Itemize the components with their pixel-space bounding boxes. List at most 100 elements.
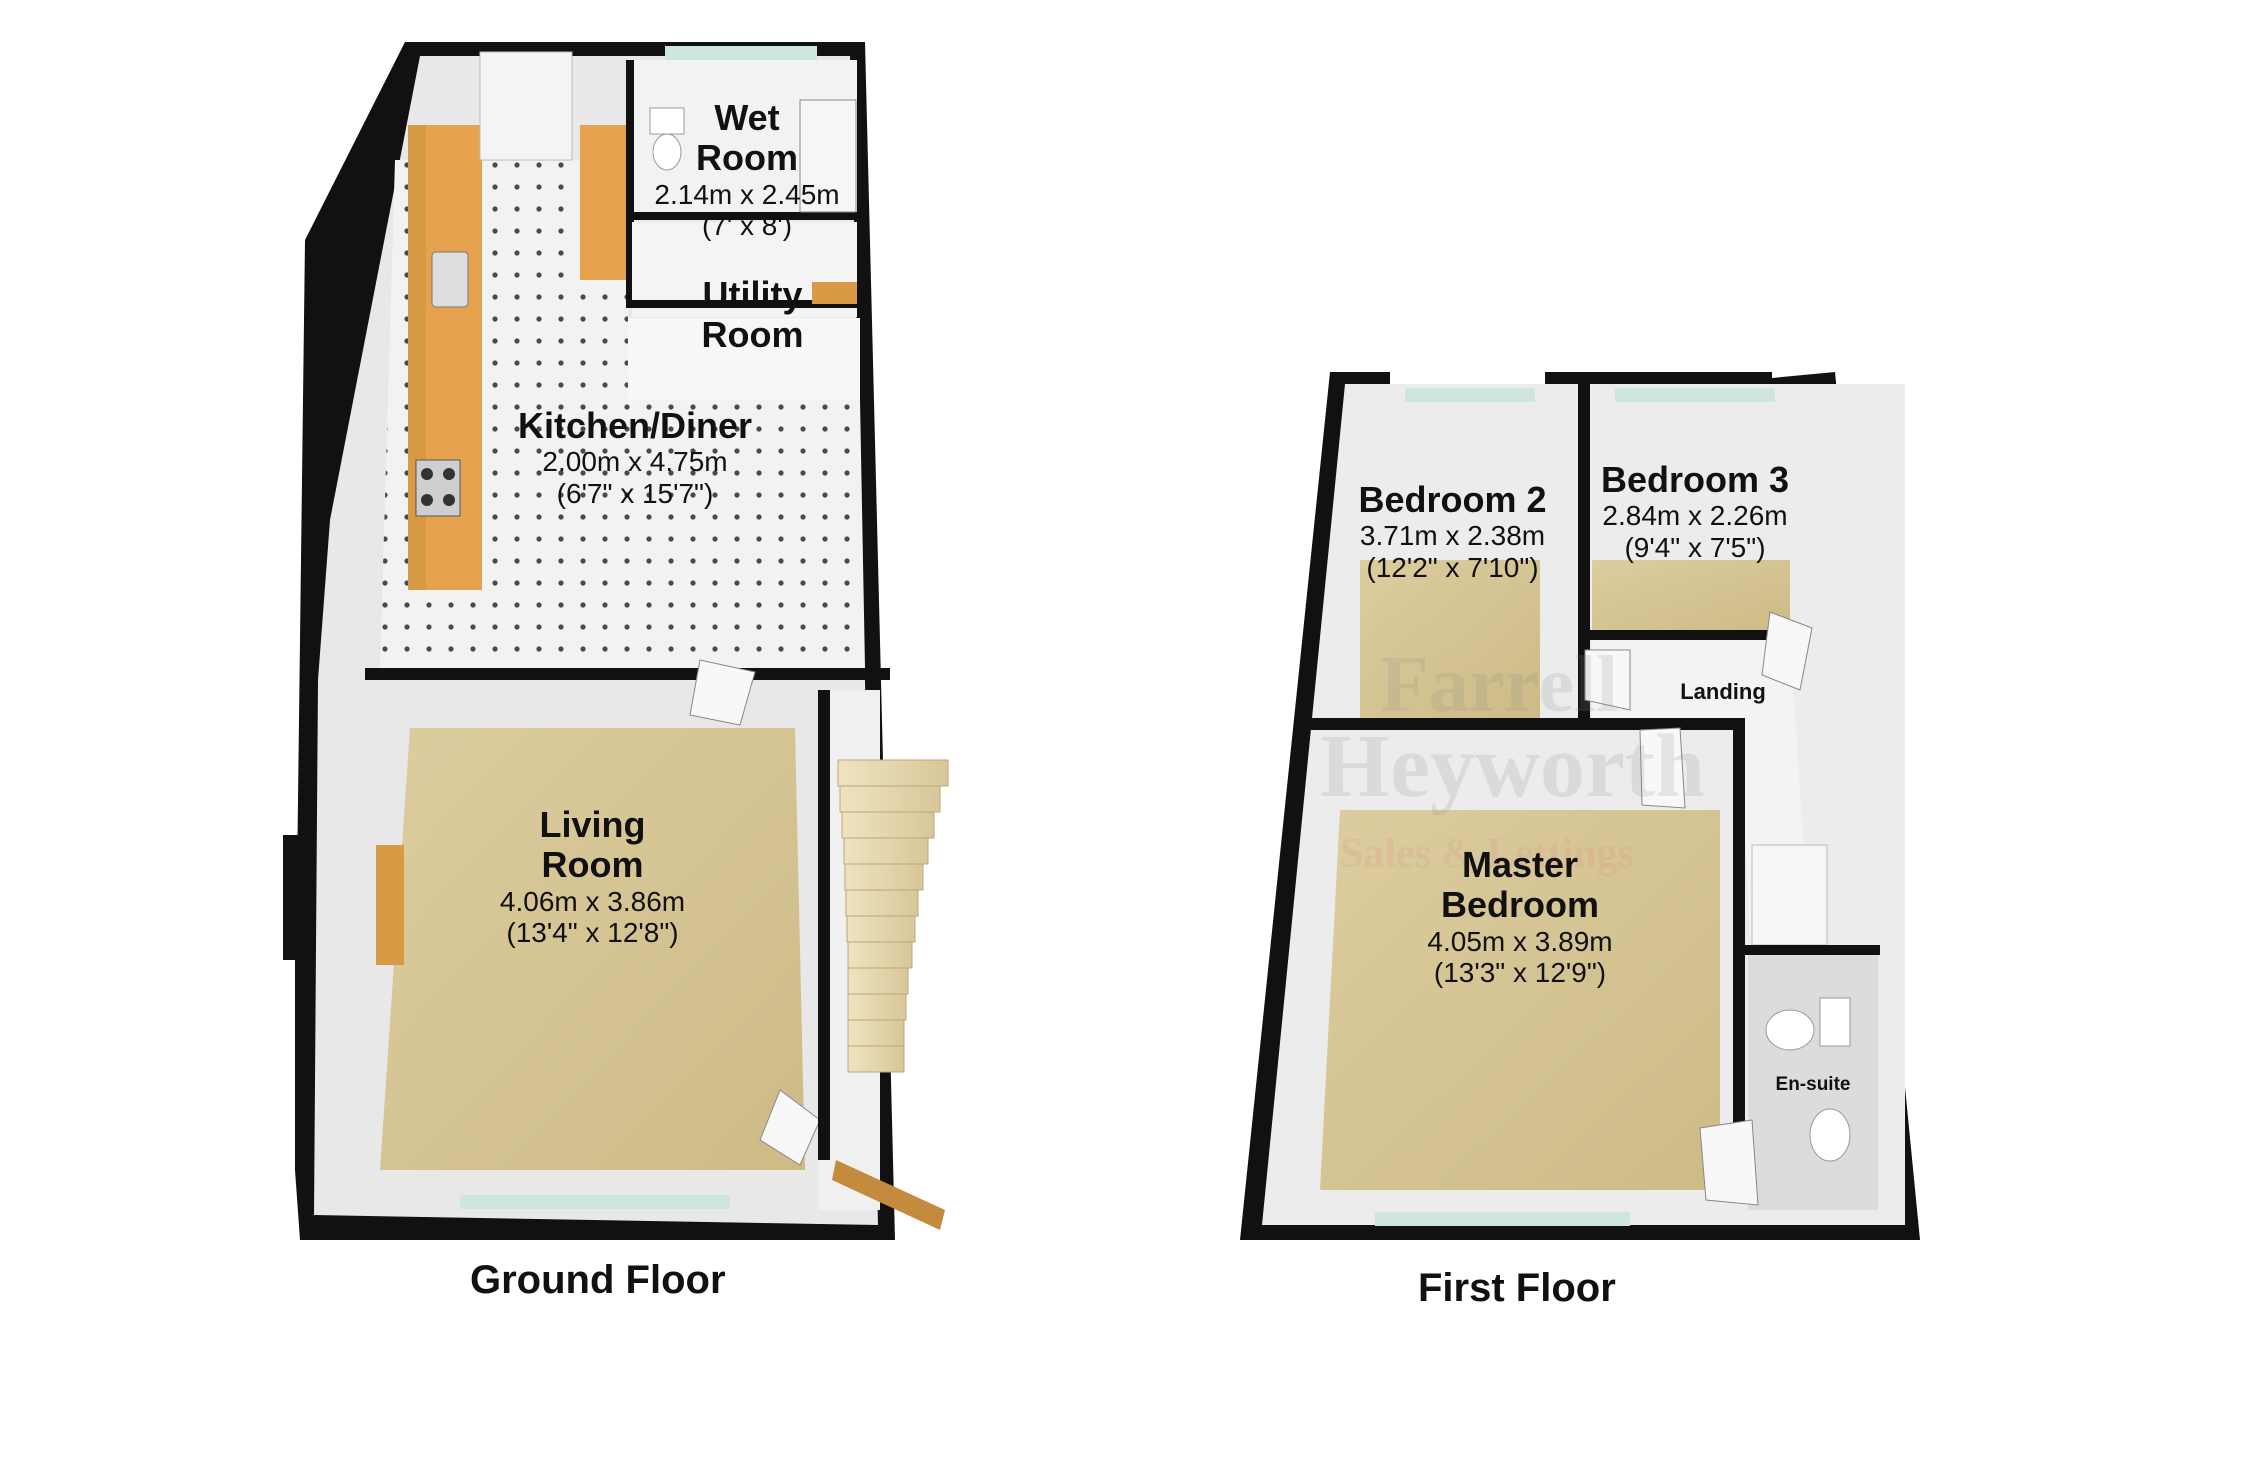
ground-floor-plan (283, 42, 949, 1240)
hob-ring (421, 468, 433, 480)
master-bedroom-window (1375, 1212, 1630, 1226)
kitchen-living-wall (365, 668, 890, 680)
room-imperial: (13'3" x 12'9") (1433, 956, 1607, 988)
room-name: Utility (702, 274, 803, 315)
master-bedroom-floor (1320, 810, 1720, 1190)
room-imperial: (13'4" x 12'8") (506, 916, 679, 948)
room-name: Room (701, 314, 804, 356)
airing-cupboard (1751, 844, 1828, 946)
hob-ring (443, 494, 455, 506)
kitchen-door (689, 659, 756, 726)
room-name: Wet (714, 97, 780, 138)
hob-ring (421, 494, 433, 506)
kitchen-hob (415, 459, 461, 517)
fireplace (376, 845, 404, 965)
en-suite-floor (1748, 955, 1878, 1210)
bedroom-2-window (1405, 388, 1535, 402)
room-label-kitchen-diner: Kitchen/Diner 2.00m x 4.75m (6'7" x 15'7… (470, 405, 800, 509)
stair-step (847, 993, 907, 1021)
kitchen-floor (380, 160, 865, 668)
room-label-wet-room: Wet Room 2.14m x 2.45m (7' x 8') (642, 97, 852, 241)
stair-wall (818, 690, 830, 1160)
room-imperial: (12'2" x 7'10") (1366, 551, 1539, 583)
stair-step (843, 837, 929, 865)
en-suite-door (1699, 1119, 1759, 1206)
kitchen-sink (431, 251, 469, 308)
wet-room-window (665, 46, 817, 60)
fridge-freezer (479, 51, 573, 161)
room-label-landing: Landing (1658, 679, 1788, 705)
room-name: Room (696, 137, 798, 179)
master-bedroom-right-wall (1733, 725, 1745, 1190)
room-label-en-suite: En-suite (1758, 1074, 1868, 1095)
bedroom-3-window (1615, 388, 1775, 402)
living-room-door (759, 1089, 821, 1166)
room-metric: 4.05m x 3.89m (1427, 925, 1613, 957)
room-metric: 2.84m x 2.26m (1602, 500, 1788, 532)
stair-step (837, 759, 949, 787)
room-name: Landing (1680, 679, 1766, 704)
en-suite-wall (1740, 945, 1880, 955)
bedroom-3-lower-wall (1578, 630, 1803, 640)
room-label-utility-room: Utility Room (650, 274, 855, 356)
master-bedroom-top-wall (1300, 718, 1745, 730)
staircase (818, 690, 949, 1230)
wet-room-toilet-bowl (652, 133, 682, 171)
watermark-brand-line-2: Heyworth (1320, 717, 1705, 816)
bedroom-3-floor (1592, 560, 1790, 630)
en-suite-toilet-bowl (1765, 1009, 1815, 1051)
first-floor-title: First Floor (1418, 1266, 1616, 1310)
living-room-floor (380, 728, 805, 1170)
stair-step (847, 1045, 905, 1073)
room-imperial: (9'4" x 7'5") (1624, 531, 1766, 563)
landing-door (1761, 611, 1813, 691)
room-label-bedroom-2: Bedroom 2 3.71m x 2.38m (12'2" x 7'10") (1345, 479, 1560, 583)
room-imperial: (6'7" x 15'7") (556, 477, 714, 509)
wet-room-lower-wall (626, 212, 866, 220)
watermark-brand-line-3: Sales & Lettings (1340, 831, 1634, 877)
stair-step (847, 967, 909, 995)
room-metric: 2.14m x 2.45m (654, 178, 840, 210)
stair-step (847, 1019, 905, 1047)
watermark-brand-line-1: Farrell (1380, 641, 1619, 729)
stair-step (845, 889, 919, 917)
living-room-window (460, 1195, 730, 1209)
utility-room-wall (626, 300, 866, 308)
bedroom-2-floor (1360, 560, 1540, 720)
room-metric: 2.00m x 4.75m (542, 446, 728, 478)
master-bedroom-door (1639, 727, 1686, 809)
kitchen-cabinets-left (426, 125, 482, 590)
utility-worktop (812, 282, 857, 304)
utility-room-block (628, 318, 860, 400)
room-name: Living (539, 804, 646, 845)
room-label-bedroom-3: Bedroom 3 2.84m x 2.26m (9'4" x 7'5") (1585, 459, 1805, 563)
hob-ring (443, 468, 455, 480)
wet-room-shower (799, 99, 857, 213)
room-label-living-room: Living Room 4.06m x 3.86m (13'4" x 12'8"… (450, 804, 735, 948)
room-metric: 4.06m x 3.86m (499, 885, 686, 917)
room-name: Master (1461, 844, 1579, 885)
room-name: Bedroom (1440, 884, 1599, 926)
en-suite-basin (1809, 1108, 1851, 1162)
stair-step (846, 915, 916, 943)
room-imperial: (7' x 8') (701, 209, 793, 241)
room-name: Room (541, 844, 644, 886)
stair-step (839, 785, 941, 813)
kitchen-cabinets-right (580, 125, 626, 280)
ground-floor-title: Ground Floor (470, 1258, 726, 1302)
room-name: Kitchen/Diner (517, 405, 753, 446)
front-door (832, 1160, 945, 1230)
first-floor-plan (1240, 372, 1920, 1240)
room-name: En-suite (1775, 1074, 1851, 1095)
wet-room-toilet-cistern (649, 107, 685, 135)
wet-room-wall (626, 60, 634, 300)
room-name: Bedroom 3 (1600, 459, 1790, 500)
stair-step (841, 811, 935, 839)
bedroom-3-door (1584, 649, 1631, 711)
en-suite-toilet-cistern (1819, 997, 1851, 1047)
stair-step (844, 863, 924, 891)
room-metric: 3.71m x 2.38m (1359, 520, 1546, 552)
room-label-master-bedroom: Master Bedroom 4.05m x 3.89m (13'3" x 12… (1400, 844, 1640, 988)
